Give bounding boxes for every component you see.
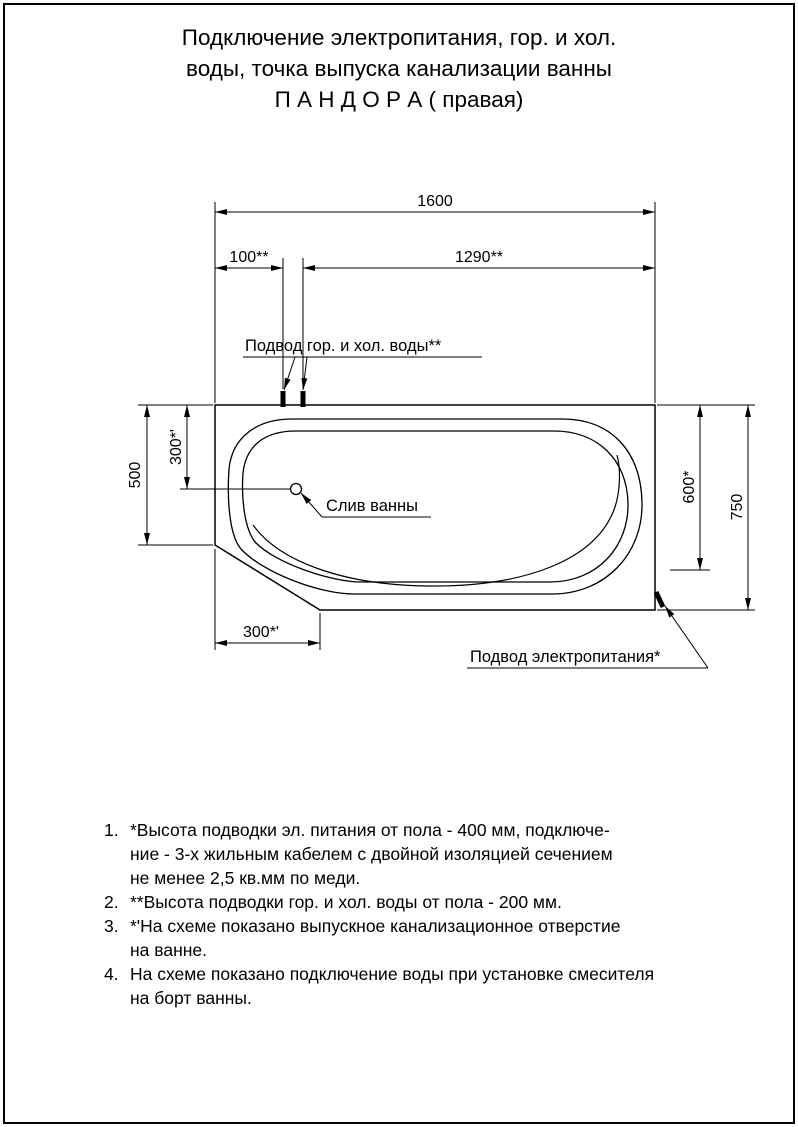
dim-100-text: 100** <box>229 249 268 266</box>
bathtub-rim-outline <box>227 418 643 595</box>
title-line-2: воды, точка выпуска канализации ванны <box>186 56 612 81</box>
note-text: *Высота подводки эл. питания от пола - 4… <box>130 820 613 888</box>
dim-500-text: 500 <box>127 462 144 489</box>
note-text: **Высота подводки гор. и хол. воды от по… <box>130 892 562 912</box>
bathtub-outer-outline <box>214 404 656 611</box>
title-line-1: Подключение электропитания, гор. и хол. <box>181 25 617 50</box>
installation-notes: 1. *Высота подводки эл. питания от пола … <box>104 818 764 1010</box>
note-item-4: 4. На схеме показано подключение воды пр… <box>104 962 764 1010</box>
note-item-3: 3. *'На схеме показано выпускное канализ… <box>104 914 764 962</box>
note-number: 1. <box>104 820 119 840</box>
power-leader <box>664 605 709 669</box>
bathtub <box>214 404 656 611</box>
bowl-bottom-curve <box>252 454 621 587</box>
bathtub-bowl-outline <box>241 430 629 583</box>
leader-lines <box>243 356 709 669</box>
title-line-3: П А Н Д О Р А ( правая) <box>274 87 524 112</box>
page-title: Подключение электропитания, гор. и хол. … <box>0 22 798 115</box>
dim-300-bottom-text: 300*' <box>243 624 279 641</box>
water-leader-2 <box>301 356 308 391</box>
dim-1290-text: 1290** <box>455 249 503 266</box>
water-leader-1 <box>283 356 296 391</box>
note-item-1: 1. *Высота подводки эл. питания от пола … <box>104 818 764 890</box>
power-connection-mark <box>653 590 666 609</box>
note-item-2: 2. **Высота подводки гор. и хол. воды от… <box>104 890 764 914</box>
note-number: 3. <box>104 916 119 936</box>
note-number: 2. <box>104 892 119 912</box>
dim-1600-text: 1600 <box>417 193 453 210</box>
drain-leader <box>300 492 323 518</box>
power-supply-label: Подвод электропитания* <box>470 648 661 666</box>
drain-label: Слив ванны <box>326 497 418 515</box>
dim-300-top-text: 300*' <box>168 429 185 465</box>
dim-600-text: 600* <box>681 471 698 504</box>
note-number: 4. <box>104 964 119 984</box>
drain-hole <box>289 482 303 496</box>
connection-marks <box>280 391 666 609</box>
extension-lines <box>138 202 755 650</box>
note-text: *'На схеме показано выпускное канализаци… <box>130 916 621 960</box>
dimension-lines <box>144 209 751 646</box>
note-text: На схеме показано подключение воды при у… <box>130 964 655 1008</box>
water-supply-label: Подвод гор. и хол. воды** <box>245 337 442 355</box>
dim-750-text: 750 <box>729 494 746 521</box>
